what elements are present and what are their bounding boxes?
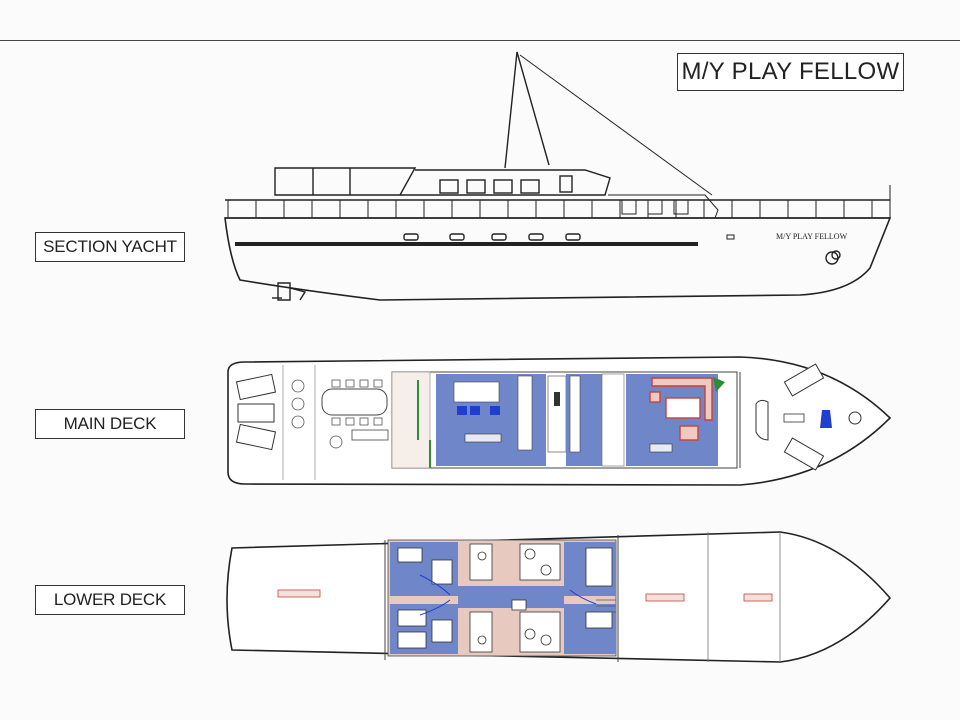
hull: [224, 217, 892, 301]
deckhouse: [400, 169, 611, 196]
heads: [469, 543, 561, 653]
sun-awning: [274, 167, 417, 196]
aft-sunbeds: [235, 373, 277, 451]
yacht-title: M/Y PLAY FELLOW: [677, 53, 904, 91]
top-rule: [0, 40, 960, 41]
side-elevation: [224, 51, 892, 301]
plant-icon: [713, 377, 725, 392]
helm-seat: [755, 399, 769, 441]
hull-name-text: M/Y PLAY FELLOW: [776, 232, 848, 241]
fore-sunbeds: [783, 363, 825, 471]
section-yacht-label: SECTION YACHT: [35, 232, 185, 262]
rudder: [277, 282, 291, 301]
berths: [397, 547, 613, 649]
propeller: [289, 287, 307, 301]
lower-deck-label: LOWER DECK: [35, 585, 185, 615]
porthole: [403, 233, 419, 241]
porthole: [528, 233, 544, 241]
porthole: [565, 233, 581, 241]
dining-table: [321, 388, 388, 416]
main-deck-label: MAIN DECK: [35, 409, 185, 439]
lower-deck-plan: [226, 531, 892, 663]
anchor-hatch: [848, 411, 862, 425]
mast-stay: [504, 51, 518, 169]
rigging-line: [519, 54, 713, 196]
porthole: [449, 233, 465, 241]
porthole: [491, 233, 507, 241]
windlass-icon: [820, 410, 832, 428]
mast: [516, 51, 550, 166]
main-deck-plan: [227, 356, 892, 486]
lounge-sofa: [649, 377, 713, 441]
dining-chairs: [331, 379, 383, 426]
